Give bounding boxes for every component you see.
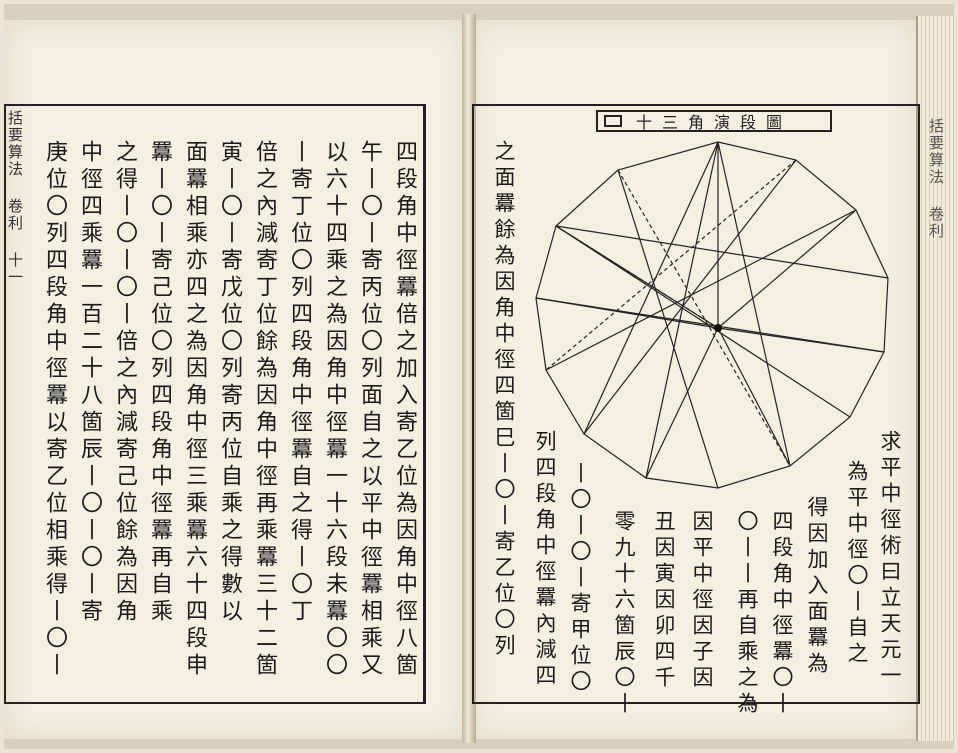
right-column-1: 求平中徑術曰立天元一 [878,430,902,690]
right-column-2: 為平中徑〇丨自之 [845,460,869,668]
left-column-3: 以六十四乘之為因角中徑羃一十六段未羃〇〇 [322,140,347,680]
left-column-7: 面羃相乘亦四之為因角中徑三乘羃六十四段申 [182,140,207,680]
page-edges [916,16,954,741]
right-page [470,20,918,739]
left-column-1: 四段角中徑羃倍之加入寄乙位為因角中徑八箇 [392,140,417,680]
left-column-2: 午丨〇丨寄丙位〇列面自之以平中徑羃相乘又 [357,140,382,680]
tridecagon-diagram [535,141,889,489]
left-text-frame [4,104,426,704]
left-page [4,20,468,739]
diagram-title: 十三角演段圖 [596,110,832,132]
right-column-4: 四段角中徑羃〇丨 [770,510,794,718]
left-column-5: 倍之內減寄丁位餘為因角中徑再乘羃三十二箇 [252,140,277,680]
left-column-11: 庚位〇列四段角中徑羃以寄乙位相乘得丨〇丨 [42,140,67,680]
diagram-lines [535,141,889,489]
right-column-8: 零九十六箇辰〇丨 [612,510,636,718]
right-column-5: 〇丨丨再自乘之為 [735,510,759,718]
tridecagon-outline [535,141,889,489]
right-column-9: 丨〇丨〇丨寄甲位〇 [568,462,592,696]
right-text-frame [472,104,920,704]
center-point [714,324,722,332]
left-column-6: 寅丨〇丨寄戊位〇列寄丙位自乘之得數以 [217,140,242,626]
right-column-10: 列四段角中徑羃內減四 [533,430,557,690]
right-column-7: 丑因寅因卯四千 [652,510,676,692]
left-margin-title: 括要算法 卷利 十一 [6,110,24,286]
right-edge-title: 括要算法 卷利 [927,118,945,240]
left-column-9: 之得丨〇丨〇丨倍之內減寄己位餘為因角 [112,140,137,626]
title-bracket [604,115,622,127]
left-column-4: 丨寄丁位〇列四段角中徑羃自之得丨〇丁 [287,140,312,626]
left-column-10: 中徑四乘羃一百二十八箇辰丨〇丨〇丨寄 [77,140,102,626]
left-column-8: 羃丨〇丨寄己位〇列四段角中徑羃再自乘 [147,140,172,626]
right-column-6: 因平中徑因子因 [690,510,714,692]
right-column-11: 之面羃餘為因角中徑四箇巳丨〇丨寄乙位〇列 [492,140,516,660]
right-column-3: 得因加入面羃為 [805,496,829,678]
